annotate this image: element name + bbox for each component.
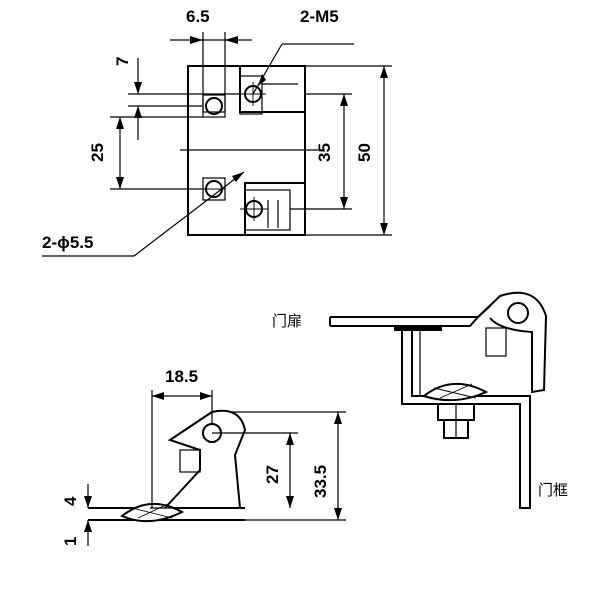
top-view-upper-boss [239,75,263,115]
door-leaf-label: 门扉 [272,312,302,330]
side-view-washer-hatch2 [137,503,169,519]
dim-27-label: 27 [263,465,282,484]
top-view-upper-block [239,66,305,113]
dim-35-label: 35 [315,143,334,162]
dim-6-5-arrow-left [190,36,203,44]
side-view-hook [164,409,247,509]
m5-label: 2-M5 [300,7,339,26]
top-view: 6.5 2-M5 7 25 35 50 [42,7,392,257]
dim-1-label: 1 [61,537,80,546]
assembly-washer-hatch1 [433,387,477,399]
assembly-view: 门扉 门框 [272,291,568,509]
dim-33-5-arrow-bottom [334,508,342,520]
assembly-door-leaf-plate [330,305,491,327]
assembly-hook [477,291,548,394]
dim-18-5-arrow-right [200,392,212,400]
assembly-washer-hatch2 [439,383,473,399]
door-frame-label: 门框 [538,481,568,499]
m5-leader-arrow [258,74,266,86]
dim-50-arrow-top [380,66,388,78]
dim-35-arrow-top [340,94,348,106]
top-view-upper-slot [202,65,226,113]
dim-27-arrow-bottom [286,496,294,508]
dim-4-label: 4 [61,496,80,506]
dim-33-5-arrow-top [334,412,342,424]
dim-6-5-label: 6.5 [186,7,210,26]
dim-4-arrow [84,496,92,508]
phi-leader-diagonal [133,171,245,257]
top-view-upper-hole [205,97,223,115]
dim-18-5-arrow-left [152,392,164,400]
top-view-lower-boss [244,189,291,231]
dim-50-arrow-bottom [380,223,388,235]
dim-1-arrow [84,520,92,532]
side-view-washer-hatch1 [131,507,173,519]
side-view: 18.5 4 1 27 33.5 [61,367,346,546]
assembly-washer [421,382,489,402]
dim-6-5-arrow-right [225,36,238,44]
dim-7-arrow-bottom [134,106,142,118]
dim-25-label: 25 [88,143,107,162]
phi-leader-arrow [232,172,244,182]
phi-label: 2-ϕ5.5 [42,233,94,252]
dim-7-arrow-top [134,82,142,94]
dim-7-label: 7 [113,57,132,66]
dim-25-arrow-top [116,117,124,129]
dim-25-arrow-bottom [116,177,124,189]
side-view-hook-slot [179,449,201,473]
assembly-hook-slot [485,327,507,357]
assembly-hook-hole [507,302,529,324]
dim-27-arrow-top [286,433,294,445]
dim-50-label: 50 [355,143,374,162]
m5-leader-diagonal [252,43,283,95]
dim-18-5-label: 18.5 [165,367,198,386]
dim-33-5-label: 33.5 [311,465,330,498]
assembly-gasket [394,326,442,331]
dim-35-arrow-bottom [340,197,348,209]
